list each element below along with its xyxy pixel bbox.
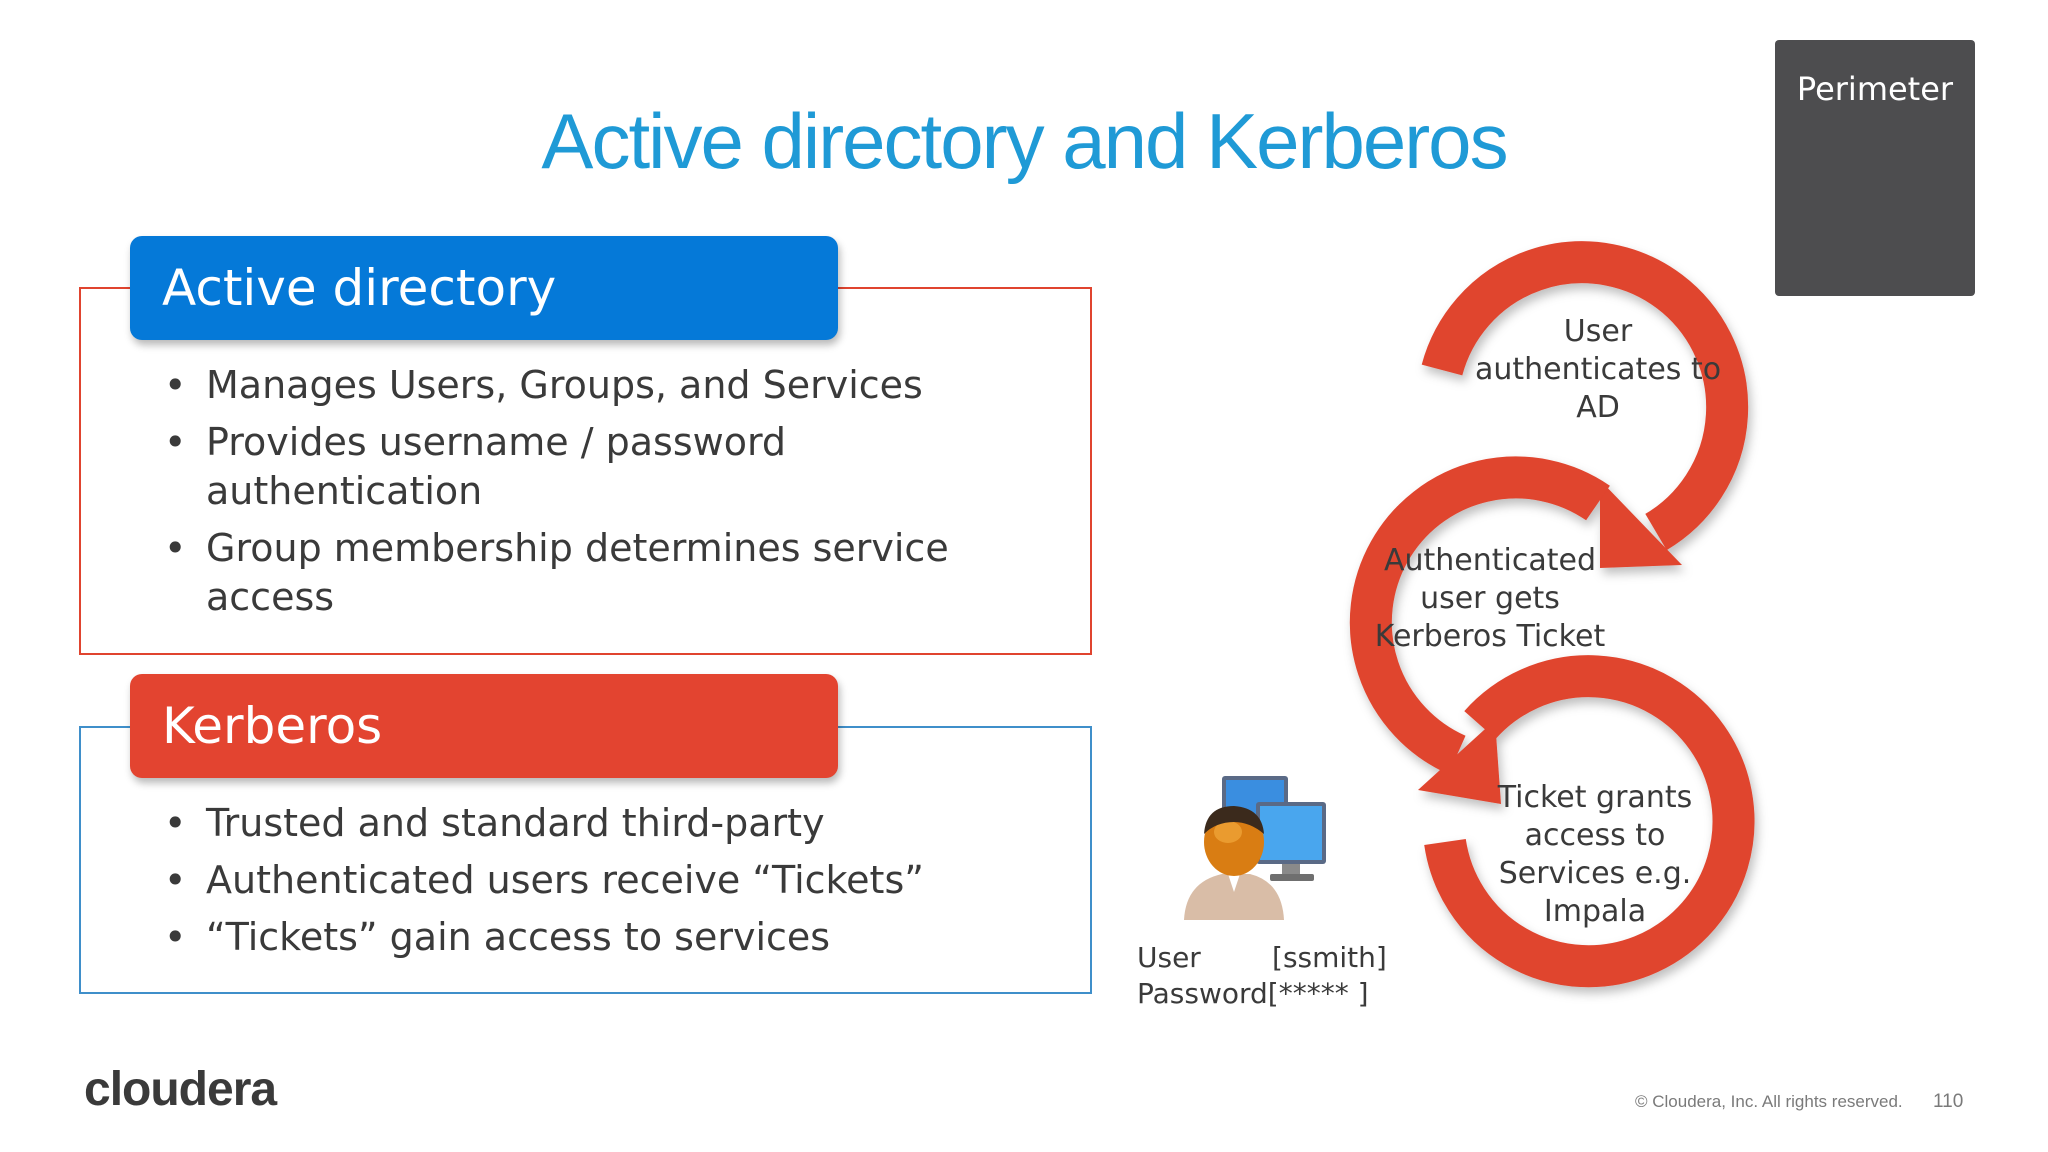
cycle-step-2: Authenticated user gets Kerberos Ticket (1374, 543, 1606, 654)
bullet-text: Provides username / password authenticat… (206, 420, 787, 513)
bullet-text: Manages Users, Groups, and Services (206, 363, 923, 407)
bullet-dot: • (164, 420, 187, 464)
cloudera-logo: cloudera (84, 1063, 277, 1116)
bullet-dot: • (164, 363, 187, 407)
login-password-label: Password (1137, 977, 1268, 1010)
bullet-text: “Tickets” gain access to services (206, 915, 831, 959)
bullet-item: • Provides username / password authentica… (140, 418, 960, 516)
kerberos-bullets: • Trusted and standard third-party • Authe… (140, 799, 960, 970)
cycle-arrow-1 (1600, 480, 1682, 568)
page-number: 110 (1933, 1091, 1964, 1112)
perimeter-box: Perimeter (1775, 40, 1975, 296)
login-password-value: [***** ] (1267, 977, 1369, 1010)
login-user-row: User [ssmith] (1137, 940, 1387, 976)
cycle-step-1: User authenticates to AD (1474, 314, 1722, 425)
cycle-arrow-2-arc (1349, 456, 1610, 775)
active-directory-heading: Active directory (130, 236, 838, 340)
bullet-dot: • (164, 526, 187, 570)
login-user-label: User (1137, 941, 1201, 974)
bullet-text: Authenticated users receive “Tickets” (206, 858, 924, 902)
login-prompt: User [ssmith] Password[***** ] (1137, 940, 1387, 1012)
copyright-text: © Cloudera, Inc. All rights reserved. (1635, 1092, 1903, 1111)
user-computer-icon (1184, 776, 1326, 920)
slide-title: Active directory and Kerberos (541, 97, 1508, 185)
cycle-arc-3 (1424, 655, 1755, 988)
bullet-item: • Authenticated users receive “Tickets” (140, 856, 960, 905)
active-directory-panel (79, 287, 1092, 655)
cycle-arrow-2 (1418, 720, 1501, 804)
kerberos-heading: Kerberos (130, 674, 838, 778)
bullet-item: • Group membership determines service acc… (140, 524, 960, 622)
bullet-text: Group membership determines service acce… (206, 526, 949, 619)
login-password-row: Password[***** ] (1137, 976, 1387, 1012)
bullet-text: Trusted and standard third-party (206, 801, 825, 845)
cycle-arc-1 (1421, 241, 1749, 551)
bullet-item: • Manages Users, Groups, and Services (140, 361, 960, 410)
bullet-dot: • (164, 858, 187, 902)
auth-cycle-diagram (1349, 241, 1755, 988)
bullet-dot: • (164, 915, 187, 959)
login-user-value: [ssmith] (1272, 941, 1387, 974)
cycle-step-3: Ticket grants access to Services e.g. Im… (1497, 780, 1693, 929)
perimeter-label: Perimeter (1796, 70, 1954, 108)
bullet-dot: • (164, 801, 187, 845)
bullet-item: • Trusted and standard third-party (140, 799, 960, 848)
active-directory-bullets: • Manages Users, Groups, and Services • Pr… (140, 361, 960, 630)
bullet-item: • “Tickets” gain access to services (140, 913, 960, 962)
